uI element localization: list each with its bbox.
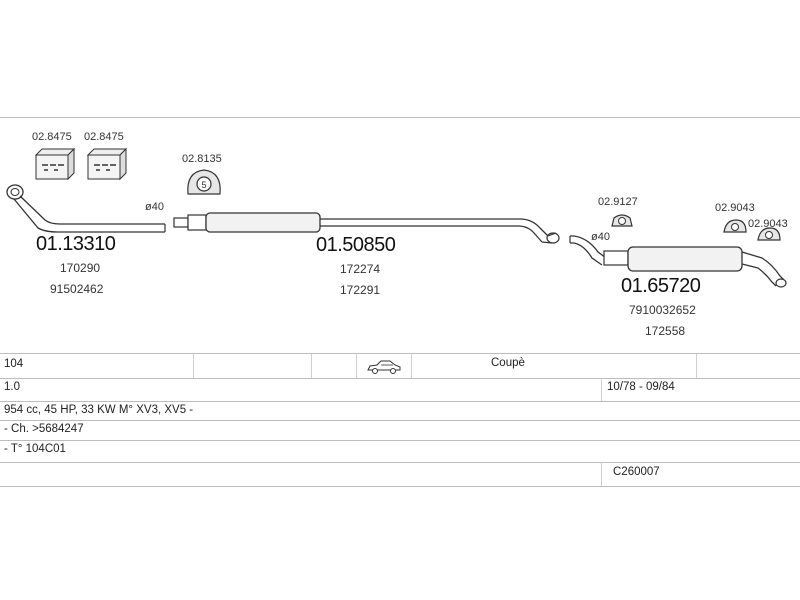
clamp-box-1-label: 02.8475 — [32, 131, 72, 143]
front-pipe-ref1: 170290 — [60, 261, 101, 275]
table-divider — [311, 353, 312, 378]
middle-silencer-code: 01.50850 — [316, 234, 396, 256]
hanger-2-label: 02.9127 — [598, 196, 638, 208]
hanger-1-label: 02.8135 — [182, 153, 222, 165]
engine-cell: 1.0 — [4, 381, 20, 393]
type-cell: - T° 104C01 — [4, 443, 66, 455]
body-type-cell: Coupè — [491, 357, 525, 369]
rubber-hanger-3-icon — [723, 219, 747, 233]
hanger-4-label: 02.9043 — [748, 218, 788, 230]
table-line — [0, 353, 800, 354]
middle-silencer-drawing — [173, 212, 560, 244]
front-pipe-code: 01.13310 — [36, 233, 116, 255]
diameter-1-label: ø40 — [145, 201, 164, 213]
clamp-box-2-icon — [86, 147, 128, 181]
clamp-box-2-label: 02.8475 — [84, 131, 124, 143]
car-coupe-icon — [367, 360, 401, 374]
table-line — [0, 440, 800, 441]
diameter-2-label: ø40 — [591, 231, 610, 243]
table-divider — [193, 353, 194, 378]
front-pipe-ref2: 91502462 — [50, 282, 104, 296]
hanger-3-label: 02.9043 — [715, 202, 755, 214]
table-line — [0, 378, 800, 379]
rubber-hanger-1-icon: 5 — [187, 169, 221, 195]
table-line — [0, 486, 800, 487]
rear-silencer-ref1: 7910032652 — [629, 303, 696, 317]
table-line — [0, 401, 800, 402]
rubber-hanger-4-icon — [757, 227, 781, 241]
rear-silencer-code: 01.65720 — [621, 275, 701, 297]
spec-cell: 954 cc, 45 HP, 33 KW M° XV3, XV5 - — [4, 404, 194, 416]
table-divider — [696, 353, 697, 378]
table-divider — [411, 353, 412, 378]
rear-silencer-ref2: 172558 — [645, 324, 686, 338]
chassis-cell: - Ch. >5684247 — [4, 423, 84, 435]
model-cell: 104 — [4, 358, 24, 370]
table-divider — [601, 378, 602, 401]
table-divider — [356, 353, 357, 378]
top-border — [0, 117, 800, 118]
rubber-hanger-2-icon — [611, 214, 633, 227]
middle-silencer-ref1: 172274 — [340, 262, 381, 276]
table-line — [0, 420, 800, 421]
middle-silencer-ref2: 172291 — [340, 283, 381, 297]
front-pipe-drawing — [6, 184, 166, 233]
table-divider — [601, 462, 602, 486]
clamp-box-1-icon — [34, 147, 76, 181]
catalog-number-cell: C260007 — [613, 466, 660, 478]
rear-silencer-drawing — [569, 235, 787, 288]
svg-text:5: 5 — [201, 180, 206, 190]
years-cell: 10/78 - 09/84 — [607, 381, 675, 393]
table-line — [0, 462, 800, 463]
